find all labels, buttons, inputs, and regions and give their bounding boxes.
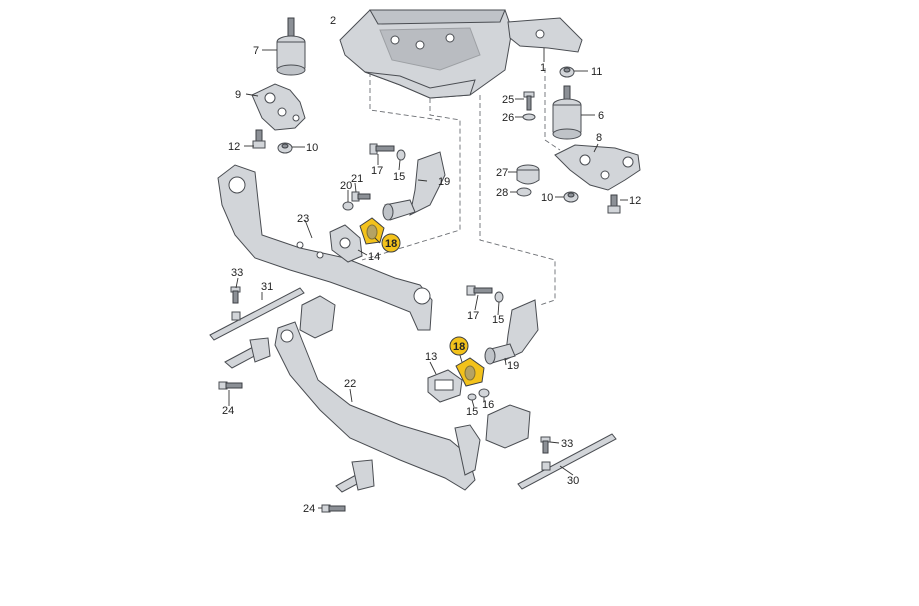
callout-15-mid: 15 [492,314,504,326]
washer-15-lower [467,393,477,401]
callout-12-left: 12 [228,141,240,153]
callout-30: 30 [567,475,579,487]
bracket-14 [329,224,363,263]
flange-left-lower [335,459,375,493]
callout-15-upper: 15 [393,171,405,183]
callout-6: 6 [598,110,604,122]
callout-9: 9 [235,89,241,101]
bolt-12-right [607,194,621,214]
engine-mount-left [276,17,306,76]
nut-10-left [277,142,293,154]
callout-33-right: 33 [561,438,573,450]
strap-31 [209,287,305,341]
callout-19-upper: 19 [438,176,450,188]
callout-22: 22 [344,378,356,390]
bolt-12-left [252,129,266,149]
bolt-17-upper [369,143,395,155]
bolt-21 [351,191,371,202]
mount-bracket-right [554,144,641,191]
washer-15-mid [494,291,504,303]
bolt-25 [523,91,535,111]
nut-10-right [563,191,579,203]
engine-block [339,9,513,99]
callout-16: 16 [482,399,494,411]
callout-18-upper: 18 [385,238,397,250]
callout-19-lower: 19 [507,360,519,372]
callout-25: 25 [502,94,514,106]
callout-14: 14 [368,251,380,263]
callout-18-lower: 18 [453,341,465,353]
bushing-18-upper [359,217,385,245]
engine-mount-right [552,85,582,140]
callout-27: 27 [496,167,508,179]
nut-11 [559,66,575,78]
strap-30 [517,433,617,490]
callout-13: 13 [425,351,437,363]
subframe-lower-22 [274,321,481,491]
callout-31: 31 [261,281,273,293]
bushing-18-lower [455,357,485,387]
callout-labels: 2 7 9 12 10 1 11 25 26 6 8 27 28 10 12 1… [222,15,641,515]
bolt-33-left [230,286,241,304]
assembly-lines [361,68,561,306]
callout-24-left: 24 [222,405,234,417]
washer-16 [478,388,490,398]
mount-bracket-left [251,83,306,131]
bolt-20 [342,201,354,211]
callout-21: 21 [351,173,363,185]
callout-11: 11 [591,66,602,78]
flange-left-upper [224,337,271,369]
callout-17-upper: 17 [371,165,383,177]
callout-18-upper-badge: 18 [381,233,401,253]
bracket-13 [427,369,463,403]
callout-23: 23 [297,213,309,225]
washer-15-upper [396,149,406,161]
callout-1: 1 [540,62,546,74]
callout-20: 20 [340,180,352,192]
buffer-27 [516,164,540,185]
callout-33-left: 33 [231,267,243,279]
bolt-24-left [218,381,243,390]
callout-18-lower-badge: 18 [449,336,469,356]
callout-2: 2 [330,15,336,27]
bolt-24-lower [321,504,346,513]
callout-10-right: 10 [541,192,553,204]
callout-15-lower: 15 [466,406,478,418]
mount-block-left [299,295,336,339]
callout-12-right: 12 [629,195,641,207]
bracket-19-upper [382,151,446,221]
callout-10-left: 10 [306,142,318,154]
washer-26 [522,113,536,121]
subframe-upper-23 [217,164,433,331]
washer-28 [516,187,532,197]
callout-17-lower: 17 [467,310,479,322]
callout-8: 8 [596,132,602,144]
engine-bracket-right [507,17,583,53]
bolt-33-right [540,436,551,454]
bracket-19-lower [484,299,539,365]
callout-26: 26 [502,112,514,124]
callout-7: 7 [253,45,259,57]
callout-28: 28 [496,187,508,199]
leader-lines [228,48,628,509]
callout-24-lower: 24 [303,503,315,515]
mount-block-right [485,404,531,449]
bolt-17-lower [466,285,493,296]
